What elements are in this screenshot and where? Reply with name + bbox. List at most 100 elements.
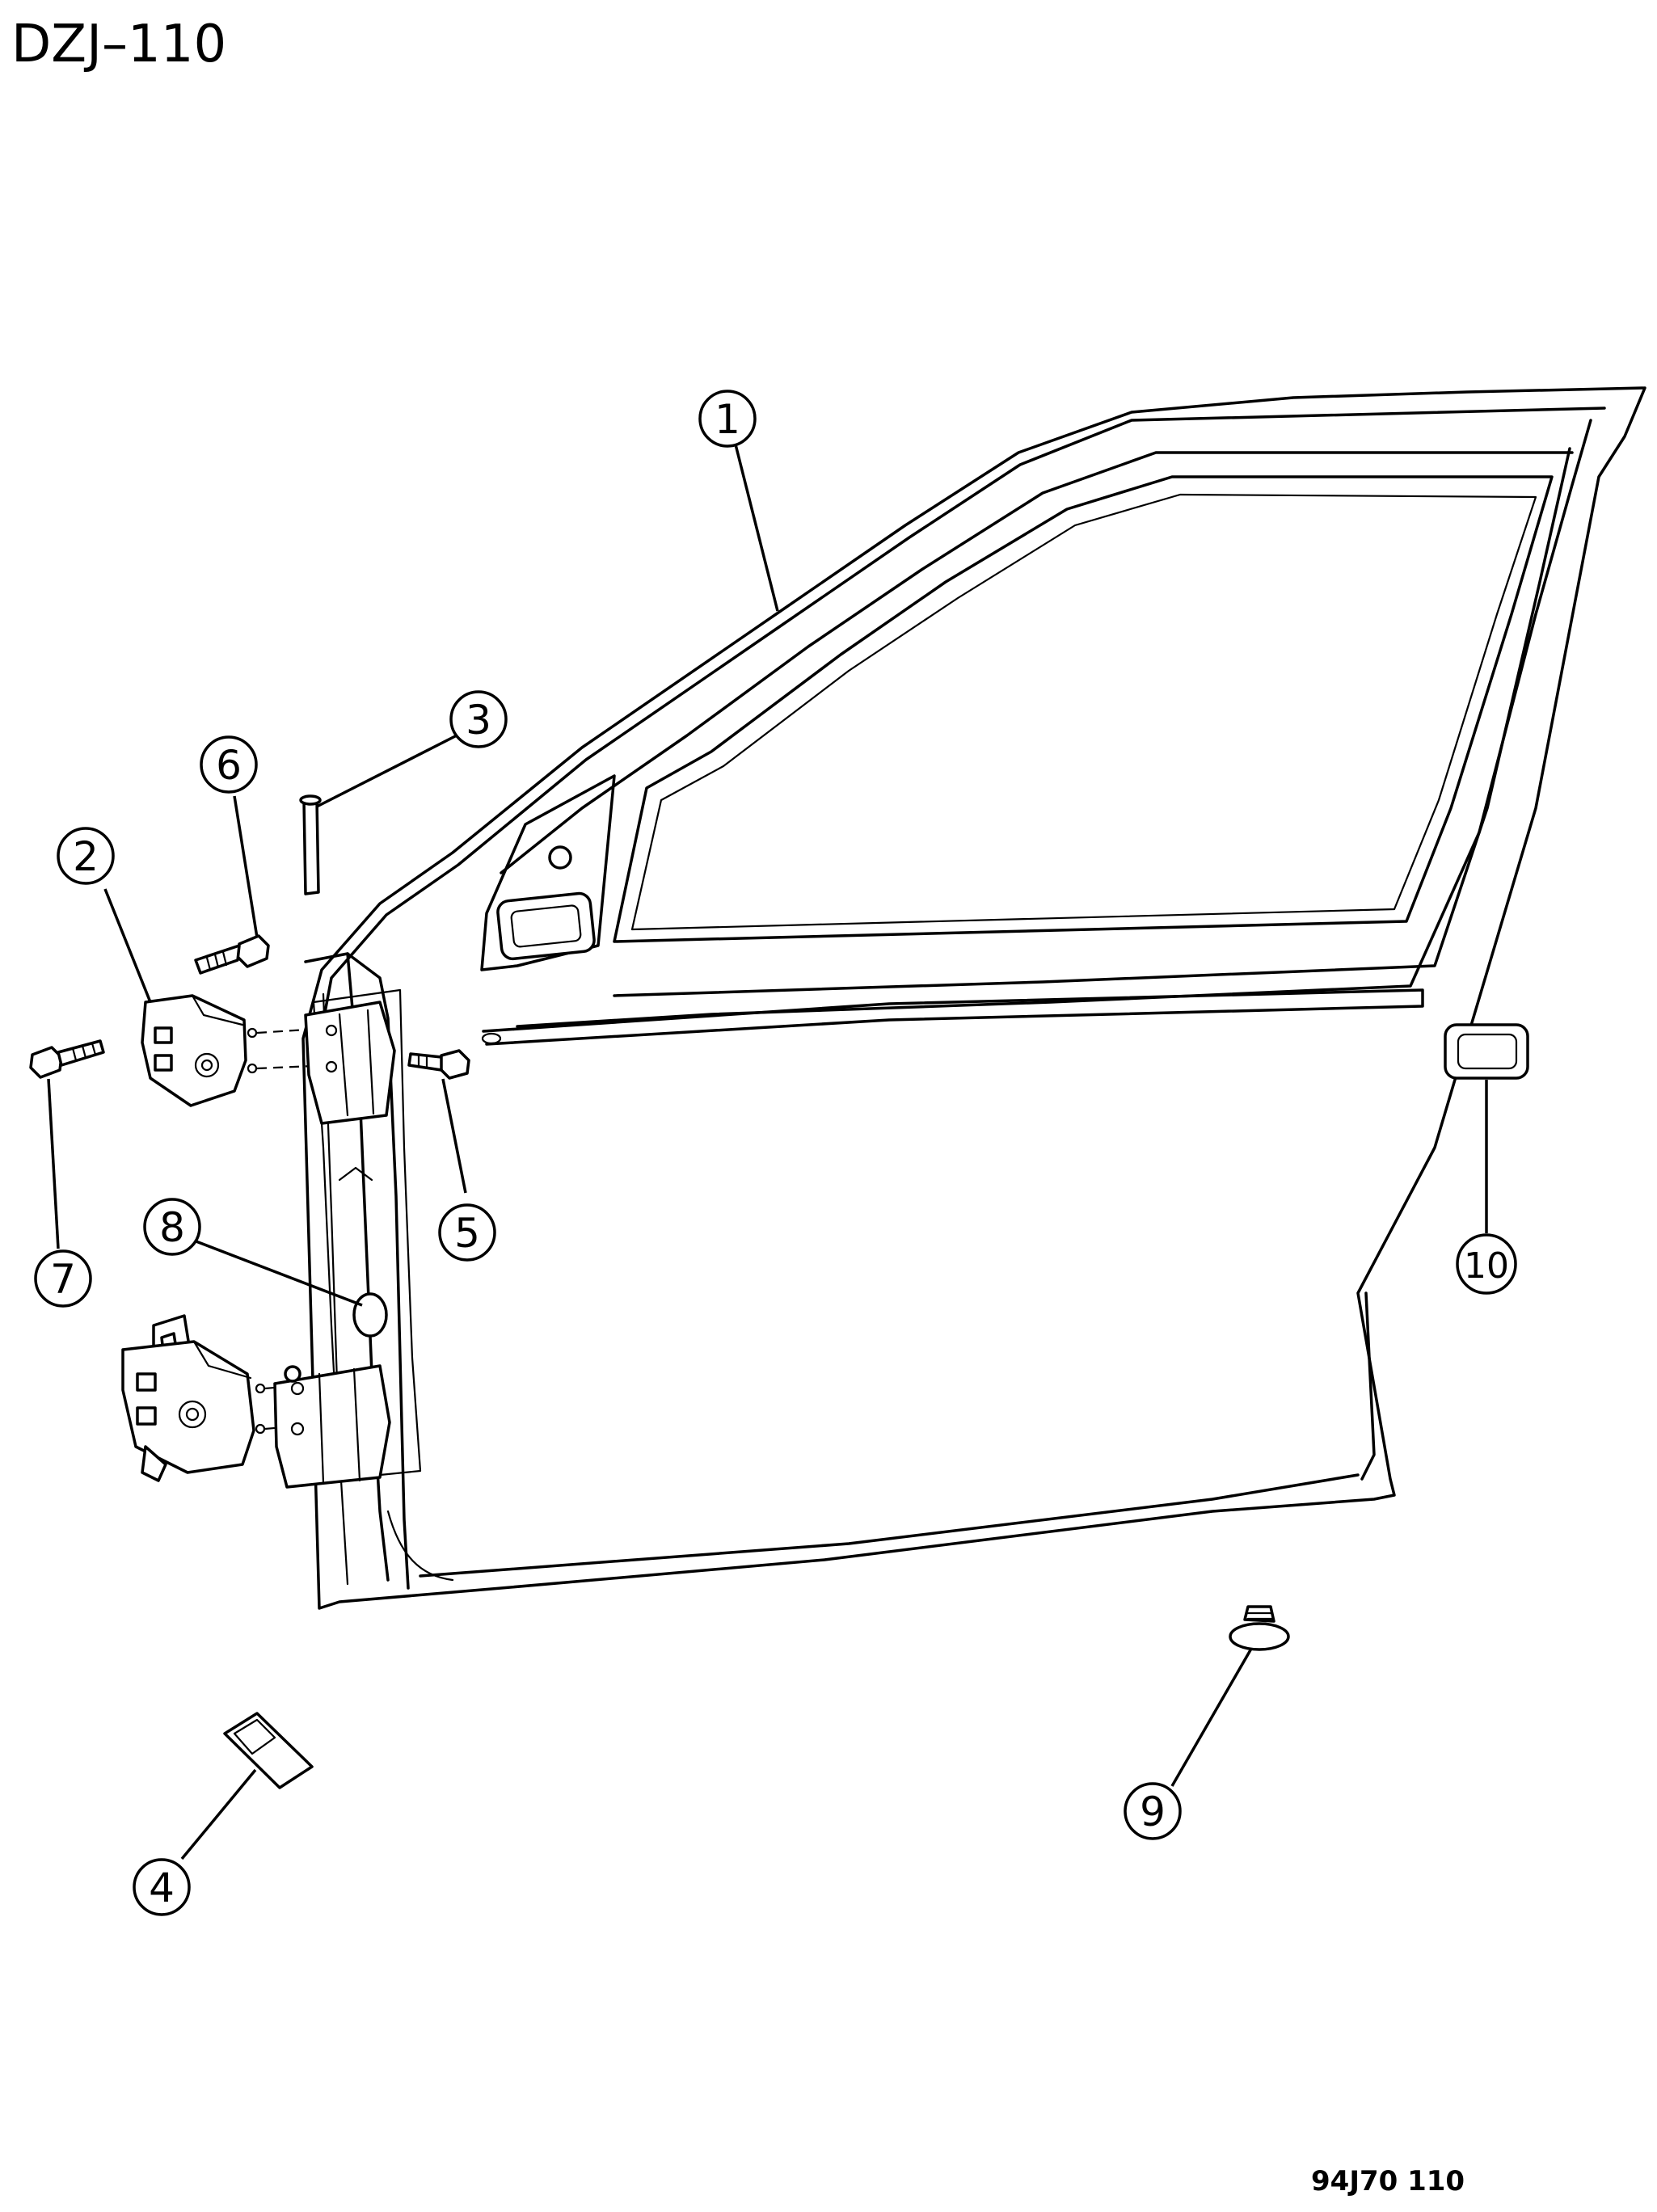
callout-3-circle — [449, 690, 508, 748]
upper-hinge-door-half — [304, 1001, 396, 1125]
bolt-6-head — [236, 934, 270, 968]
window-frame-channel-1 — [516, 419, 1592, 1028]
footer-code: 94J70 110 — [1311, 2165, 1465, 2197]
leader-5 — [441, 1078, 467, 1194]
check-hole — [352, 1292, 388, 1338]
shim-4 — [223, 1712, 314, 1789]
callout-7: 7 — [34, 1249, 92, 1308]
clip-9 — [1229, 1605, 1290, 1651]
upper-hinge-slot-2 — [154, 1054, 173, 1072]
upper-hinge-door-hole-2 — [325, 1060, 338, 1073]
bolt-5-head — [438, 1049, 470, 1080]
lower-hinge-guide-2 — [264, 1422, 321, 1430]
callout-3: 3 — [449, 690, 508, 748]
leader-4 — [180, 1768, 257, 1860]
callout-6: 6 — [200, 735, 258, 794]
shim-4-plate — [223, 1712, 314, 1789]
upper-hinge-pin — [200, 1059, 213, 1072]
hinge-pin-part — [299, 794, 322, 895]
window-frame-channel-3 — [500, 451, 1574, 874]
bolt-5-shank — [407, 1052, 443, 1072]
bolt-7-thread — [71, 1042, 97, 1062]
lower-hinge-slot-1 — [136, 1372, 157, 1392]
callout-5-circle — [438, 1203, 496, 1262]
callout-7-circle — [34, 1249, 92, 1308]
lower-hinge-pin-boss — [178, 1400, 207, 1429]
callout-4-circle — [133, 1858, 191, 1916]
callout-9-circle — [1124, 1782, 1182, 1840]
callout-4: 4 — [133, 1858, 191, 1916]
callout-10-label: 10 — [1464, 1245, 1509, 1287]
lower-hinge-door-hole-2 — [290, 1422, 305, 1436]
door-shell — [301, 386, 1646, 1610]
upper-hinge-bolt-hole-2 — [247, 1063, 258, 1074]
callout-8-label: 8 — [159, 1204, 185, 1251]
bolt-7 — [29, 1039, 105, 1079]
upper-hinge-body-half — [141, 994, 247, 1107]
bolt-6-shank — [194, 944, 241, 975]
upper-hinge-door-hole-1 — [325, 1024, 338, 1037]
lower-hinge-door-half — [273, 1364, 391, 1489]
leader-3 — [316, 734, 457, 808]
upper-hinge — [141, 994, 396, 1125]
upper-hinge-guide-2 — [256, 1064, 332, 1070]
callout-2: 2 — [57, 827, 115, 885]
lower-hinge-pin — [185, 1407, 200, 1422]
lower-hinge-bolt-head — [284, 1365, 301, 1383]
lower-hinge-door-hole-1 — [290, 1381, 305, 1396]
hinge-pin-shaft — [302, 798, 320, 895]
mirror-mount-plate — [496, 891, 596, 961]
leader-2 — [103, 888, 152, 1003]
window-frame-channel-2 — [613, 447, 1571, 997]
lower-hinge — [121, 1314, 391, 1489]
leader-7 — [47, 1078, 60, 1249]
callout-6-label: 6 — [216, 742, 242, 789]
door-outer-edge — [301, 386, 1646, 1610]
callout-9: 9 — [1124, 1782, 1182, 1840]
callout-1: 1 — [698, 390, 757, 448]
callout-1-circle — [698, 390, 757, 448]
bolt-7-shank — [57, 1039, 105, 1067]
callout-2-label: 2 — [73, 833, 99, 880]
plug-10-outer — [1444, 1023, 1529, 1080]
upper-hinge-pin-boss — [194, 1052, 220, 1078]
door-rear-lower — [1360, 1291, 1376, 1481]
callout-5-label: 5 — [454, 1210, 480, 1257]
bolt-7-head — [29, 1046, 63, 1079]
leader-9 — [1170, 1648, 1253, 1787]
door-lower-curve — [386, 1510, 454, 1582]
shim-4-cutout — [233, 1718, 276, 1755]
leader-8 — [193, 1239, 363, 1307]
hinge-panel-ridge — [338, 1166, 373, 1182]
callout-7-label: 7 — [50, 1256, 76, 1303]
clip-9-head — [1229, 1622, 1290, 1651]
lower-hinge-lower-tab — [141, 1445, 167, 1482]
callout-2-circle — [57, 827, 115, 885]
leader-lines — [47, 444, 1488, 1860]
leader-6 — [233, 795, 259, 938]
lower-hinge-bolt-hole-2 — [255, 1423, 266, 1435]
upper-hinge-bend — [191, 994, 244, 1026]
leader-1 — [734, 444, 779, 612]
callout-5: 5 — [438, 1203, 496, 1262]
callout-1-label: 1 — [715, 396, 740, 443]
plug-10-inner — [1457, 1033, 1518, 1070]
window-opening-inner — [630, 493, 1537, 931]
upper-hinge-slot-1 — [154, 1026, 173, 1044]
callout-10: 10 — [1456, 1233, 1517, 1295]
callout-8: 8 — [143, 1198, 201, 1256]
lower-hinge-slot-2 — [136, 1406, 157, 1426]
hinge-panel — [312, 988, 422, 1481]
lower-hinge-door-ribs — [318, 1367, 361, 1485]
diagram-title: DZJ–110 — [11, 15, 226, 74]
plug-10 — [1444, 1023, 1529, 1080]
window-opening — [613, 475, 1554, 943]
upper-hinge-bolt-hole-1 — [247, 1027, 258, 1039]
bolt-5 — [407, 1049, 470, 1080]
door-slot — [481, 1032, 502, 1045]
door-bottom-inner — [419, 1473, 1360, 1578]
mirror-mount-hole — [548, 845, 572, 870]
clip-9-barbs — [1245, 1612, 1274, 1620]
lower-hinge-bolt-hole-1 — [255, 1383, 266, 1394]
callout-10-circle — [1456, 1233, 1517, 1295]
